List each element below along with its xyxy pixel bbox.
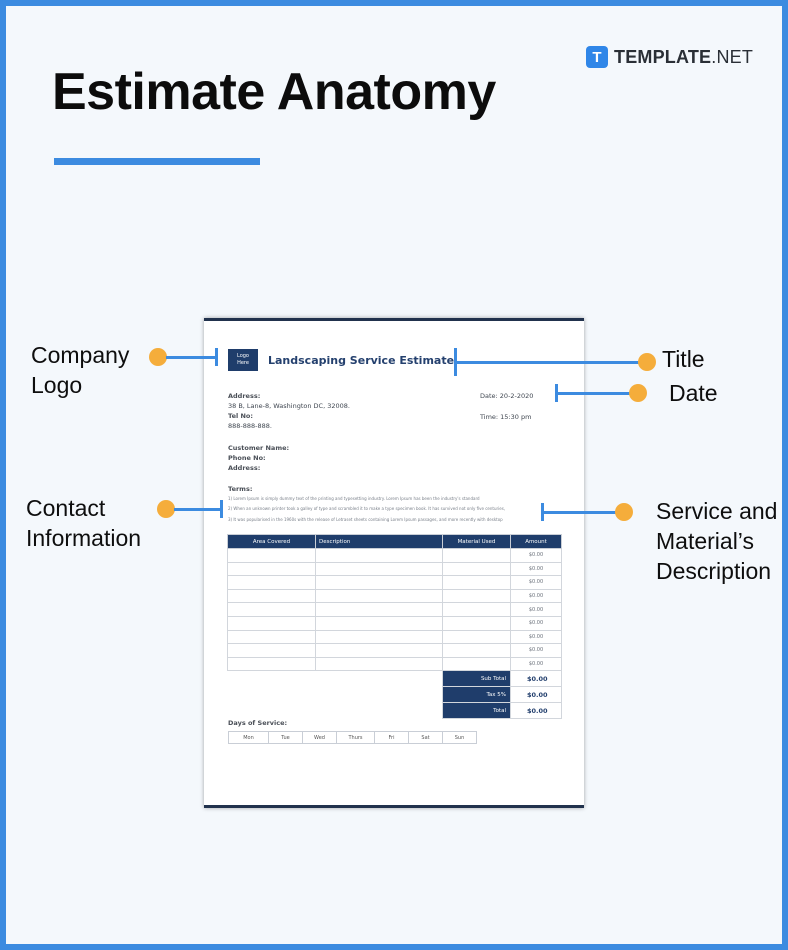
callout-line <box>166 356 216 359</box>
doc-date-time: Date: 20-2-2020 Time: 15:30 pm <box>480 391 533 422</box>
callout-dot <box>629 384 647 402</box>
table-row: $0.00 <box>227 629 562 645</box>
doc-address-block: Address: 38 B, Lane-8, Washington DC, 32… <box>228 392 350 431</box>
callout-dot <box>615 503 633 521</box>
callout-line <box>174 508 221 511</box>
callout-company-logo: Company Logo <box>31 342 130 398</box>
callout-dot <box>638 353 656 371</box>
template-logo-icon: T <box>586 46 608 68</box>
table-row: $0.00 <box>227 561 562 577</box>
table-row: $0.00 <box>227 548 562 563</box>
brand-logo: T TEMPLATE.NET <box>586 45 753 69</box>
callout-line <box>556 392 636 395</box>
table-row: $0.00 <box>227 643 562 658</box>
table-row: $0.00 <box>227 588 562 604</box>
callout-dot <box>157 500 175 518</box>
callout-line <box>542 511 622 514</box>
estimate-document: Logo Here Landscaping Service Estimate A… <box>204 318 584 808</box>
doc-customer-block: Customer Name: Phone No: Address: <box>228 444 290 473</box>
total-row: Total$0.00 <box>228 702 562 720</box>
subtotal-row: Sub Total$0.00 <box>228 670 562 688</box>
table-row: $0.00 <box>227 602 562 617</box>
doc-days-of-service: Days of Service: Mon Tue Wed Thurs Fri S… <box>228 719 477 744</box>
brand-name: TEMPLATE.NET <box>614 46 754 67</box>
page-title: Estimate Anatomy <box>52 63 496 121</box>
callout-date: Date <box>669 380 718 406</box>
callout-title: Title <box>662 346 705 372</box>
doc-heading: Landscaping Service Estimate <box>268 354 455 367</box>
title-underline <box>54 158 260 165</box>
callout-contact-info: Contact Information <box>26 495 142 551</box>
callout-tick <box>220 500 223 518</box>
tax-row: Tax 5%$0.00 <box>228 686 562 704</box>
table-row: $0.00 <box>227 615 562 631</box>
callout-tick <box>215 348 218 366</box>
doc-logo-placeholder: Logo Here <box>228 349 258 371</box>
callout-line <box>455 361 645 364</box>
callout-dot <box>149 348 167 366</box>
doc-items-table: Area Covered Description Material Used A… <box>227 534 562 720</box>
doc-date: Date: 20-2-2020 <box>480 392 534 400</box>
doc-terms: Terms: 1) Lorem Ipsum is simply dummy te… <box>228 485 506 522</box>
table-row: $0.00 <box>227 656 562 672</box>
callout-service-description: Service and Material’s Description <box>656 498 778 584</box>
doc-time: Time: 15:30 pm <box>480 413 532 422</box>
table-row: $0.00 <box>227 575 562 590</box>
